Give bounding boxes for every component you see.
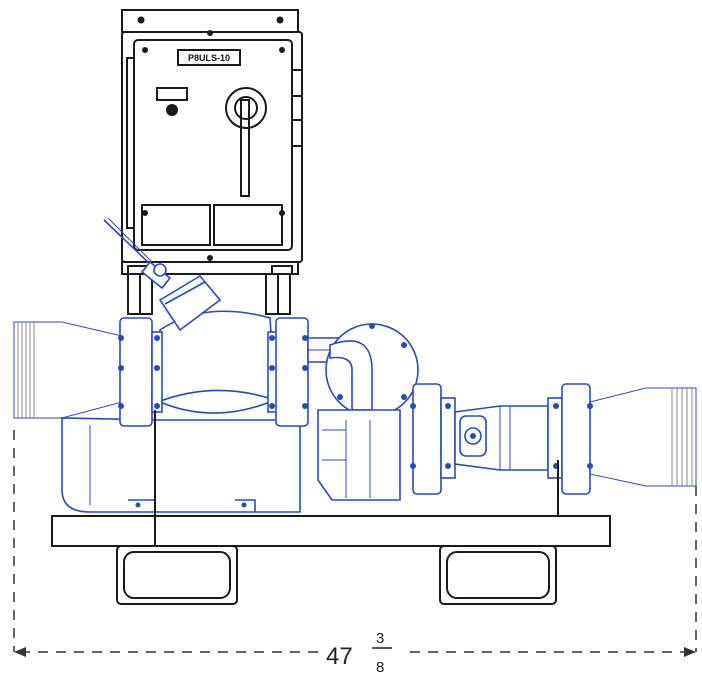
valve-body [317, 409, 401, 501]
overall-length-dimension: 47 3 8 [13, 430, 697, 676]
base-plate [51, 410, 611, 547]
dimension-whole: 47 [326, 643, 353, 670]
disconnect-handle-icon [225, 87, 267, 197]
priming-valve [103, 217, 222, 332]
panel-support-posts [127, 273, 291, 315]
label-window-right [213, 204, 283, 246]
discharge-elbow [307, 323, 419, 417]
arrow-right-icon [684, 647, 696, 657]
dimension-numerator: 3 [376, 630, 384, 647]
skid-left [116, 545, 238, 605]
check-valve [454, 405, 549, 471]
suction-flange [118, 317, 163, 427]
control-panel: P8ULS-10 [121, 9, 303, 275]
discharge-flange [267, 317, 309, 427]
pump-body [61, 310, 301, 513]
skid-right [439, 545, 557, 605]
inlet-reducer [13, 321, 123, 419]
label-window-left [141, 204, 211, 246]
dimension-denominator: 8 [376, 659, 384, 676]
nameplate-label: P8ULS-10 [188, 53, 230, 63]
nameplate [177, 49, 241, 66]
middle-flange [410, 383, 456, 495]
outlet-reducer [589, 387, 697, 487]
arrow-left-icon [14, 647, 26, 657]
indicator-light-icon [156, 87, 188, 116]
mounting-bolt-icon [137, 16, 284, 24]
outlet-flange [547, 383, 593, 495]
